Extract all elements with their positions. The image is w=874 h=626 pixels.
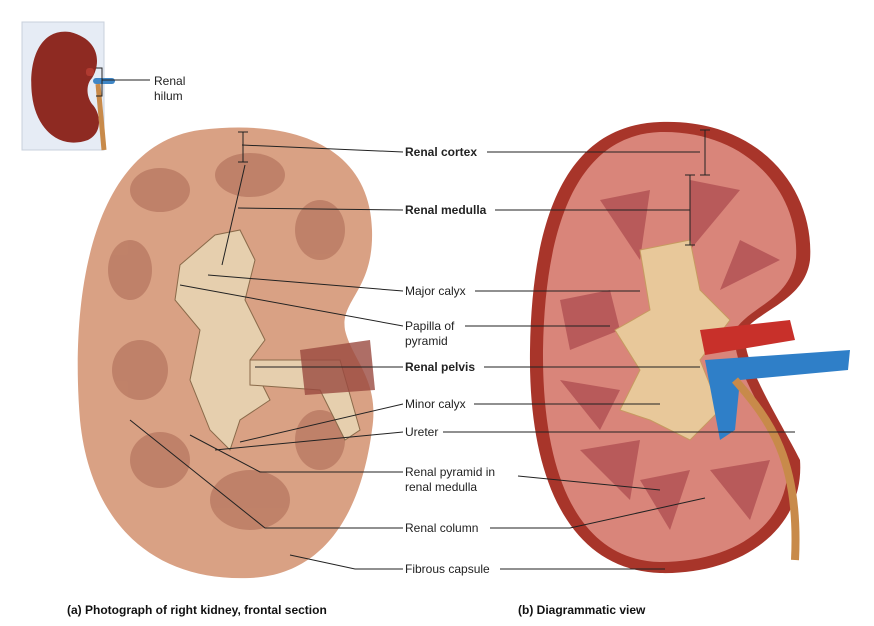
- papilla-label: Papilla of pyramid: [403, 319, 457, 349]
- renal-medulla-label: Renal medulla: [403, 203, 489, 218]
- renal-cortex-label: Renal cortex: [403, 145, 480, 160]
- minor-calyx-label: Minor calyx: [403, 397, 468, 412]
- major-calyx-label: Major calyx: [403, 284, 468, 299]
- photo-kidney: [77, 127, 375, 579]
- ureter-label: Ureter: [403, 425, 441, 440]
- renal-pyramid-label: Renal pyramid in renal medulla: [403, 465, 498, 495]
- fibrous-capsule-label: Fibrous capsule: [403, 562, 492, 577]
- inset-kidney: [21, 21, 150, 151]
- renal-hilum-label: Renal hilum: [154, 74, 185, 104]
- label-line: hilum: [154, 89, 183, 103]
- renal-pelvis-label: Renal pelvis: [403, 360, 478, 375]
- label-line: Renal: [154, 74, 186, 88]
- leader-lines: [129, 129, 795, 570]
- label-line: Renal pyramid in: [405, 465, 496, 479]
- label-line: pyramid: [405, 334, 448, 348]
- label-line: Papilla of: [405, 319, 455, 333]
- label-line: renal medulla: [405, 480, 478, 494]
- caption-a: (a) Photograph of right kidney, frontal …: [67, 603, 327, 617]
- caption-b: (b) Diagrammatic view: [518, 603, 646, 617]
- renal-column-label: Renal column: [403, 521, 481, 536]
- diagram-kidney: [529, 121, 850, 574]
